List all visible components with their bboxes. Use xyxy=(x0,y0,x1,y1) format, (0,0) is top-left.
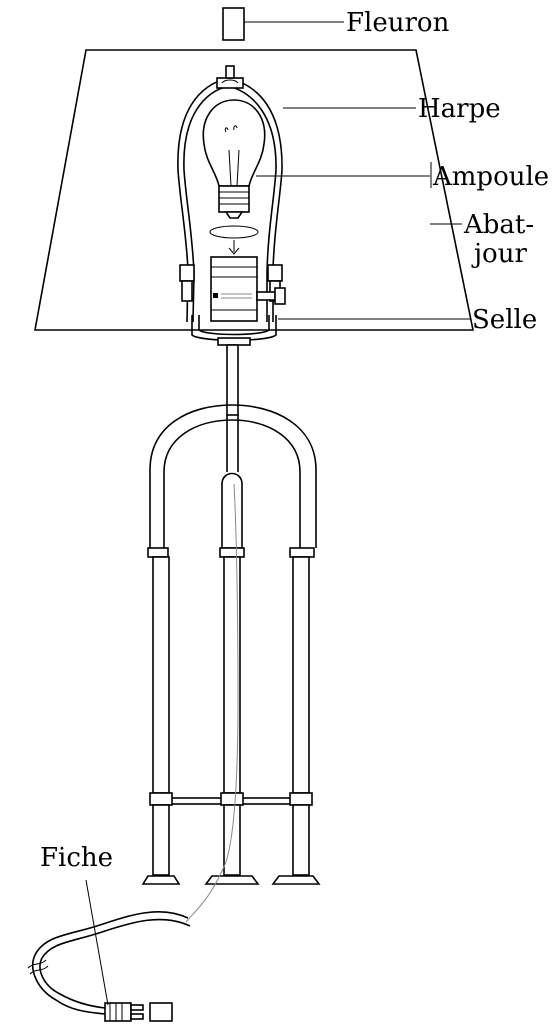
shade-label-line1: Abat- xyxy=(463,210,534,240)
plug-label: Fiche xyxy=(40,843,113,873)
saddle-label: Selle xyxy=(472,305,537,335)
power-cord xyxy=(27,483,239,1015)
harp-label: Harpe xyxy=(418,94,501,124)
lamp-socket xyxy=(210,256,286,322)
finial-label: Fleuron xyxy=(346,8,450,38)
light-bulb xyxy=(202,99,266,219)
shade-label-line2: jour xyxy=(471,239,527,269)
lamp-base xyxy=(141,344,321,885)
finial xyxy=(222,7,245,41)
lamp-shade xyxy=(34,49,474,331)
plug-leader-line xyxy=(85,879,109,1006)
harp xyxy=(177,65,283,323)
rotation-arrow xyxy=(209,225,259,255)
bulb-label: Ampoule xyxy=(432,162,549,192)
power-plug xyxy=(104,1002,173,1022)
